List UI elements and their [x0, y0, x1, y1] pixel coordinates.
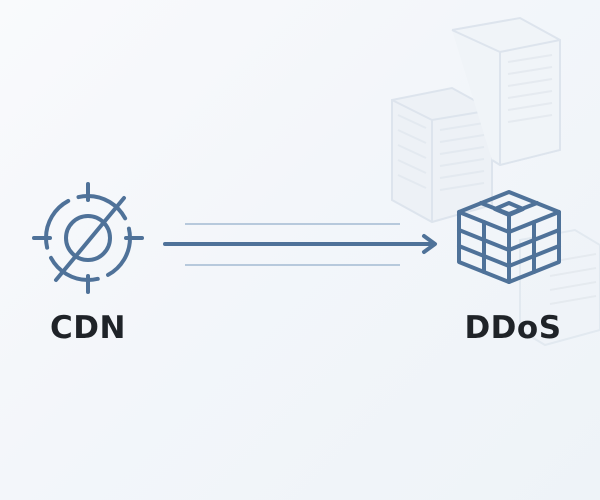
- connection-guide-lines: [185, 223, 400, 266]
- crosshair-slash-icon: [32, 182, 144, 294]
- source-node-label: CDN: [50, 310, 126, 346]
- flow-arrow: [163, 234, 437, 254]
- target-node-label: DDoS: [464, 310, 562, 346]
- cube-grid-icon: [457, 190, 561, 284]
